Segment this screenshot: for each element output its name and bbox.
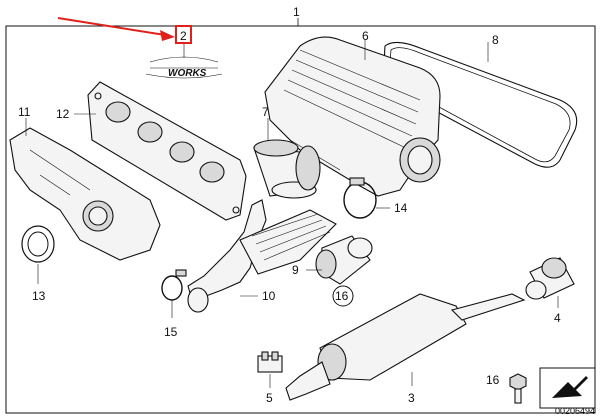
callout-16a-circle bbox=[332, 285, 354, 307]
part-4-connector-sleeve bbox=[525, 257, 575, 300]
part-5-clamp-nut bbox=[257, 351, 283, 373]
callout-2-highlight-box bbox=[175, 25, 192, 44]
direction-icon-box bbox=[539, 367, 596, 409]
arrow-icon bbox=[552, 376, 588, 398]
callout-14: 14 bbox=[394, 201, 408, 215]
callout-11: 11 bbox=[18, 105, 31, 119]
highlight-arrow bbox=[57, 17, 175, 41]
part-13-ring-gasket bbox=[21, 225, 55, 263]
part-11-exhaust-manifold bbox=[9, 127, 161, 261]
callout-8: 8 bbox=[492, 33, 499, 47]
callout-5: 5 bbox=[266, 391, 273, 405]
callout-3: 3 bbox=[408, 391, 415, 405]
callout-16a: 16 bbox=[335, 289, 349, 303]
callout-2: 2 bbox=[180, 29, 187, 43]
callout-7: 7 bbox=[262, 105, 269, 119]
callout-9: 9 bbox=[292, 263, 299, 277]
part-14-hose-clamp bbox=[343, 177, 377, 219]
part-10-intake-hose bbox=[187, 199, 337, 313]
part-16-bolt bbox=[509, 373, 527, 404]
callout-12: 12 bbox=[56, 107, 70, 121]
callout-6: 6 bbox=[362, 29, 369, 43]
part-12-manifold-gasket bbox=[87, 81, 247, 221]
callout-1: 1 bbox=[293, 5, 300, 19]
callout-10: 10 bbox=[262, 289, 276, 303]
diagram-code: 00206494 bbox=[555, 406, 595, 416]
works-badge-logo-text: WORKS bbox=[168, 68, 207, 79]
part-9-mass-air-flow-sensor bbox=[315, 235, 373, 285]
callout-4: 4 bbox=[554, 311, 561, 325]
part-15-clamp bbox=[161, 269, 187, 301]
part-7-air-filter bbox=[253, 139, 321, 199]
callout-15: 15 bbox=[164, 325, 178, 339]
diagram-frame bbox=[5, 25, 596, 414]
works-badge: WORKS bbox=[145, 56, 223, 79]
callout-13: 13 bbox=[32, 289, 46, 303]
part-6-intake-manifold bbox=[264, 36, 441, 197]
part-3-muffler bbox=[285, 293, 526, 401]
callout-16b: 16 bbox=[486, 373, 500, 387]
